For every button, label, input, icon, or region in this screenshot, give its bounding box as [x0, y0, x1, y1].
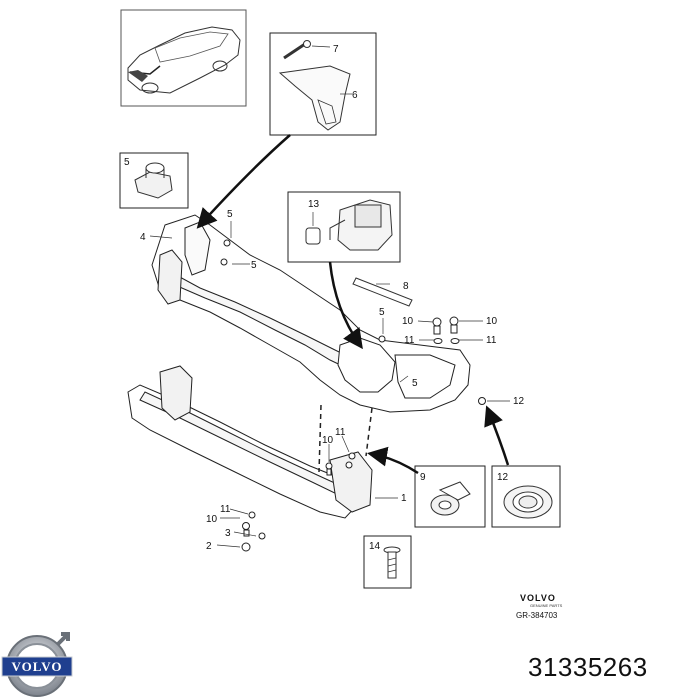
reference-code: GR-384703: [516, 611, 558, 620]
part-number: 31335263: [528, 652, 648, 682]
reference-subtitle: GENUINE PARTS: [530, 603, 563, 608]
callout-labels: 7 6 5 5 4 5 13 8 5 10 10 11 11 5 12 10 1…: [124, 44, 525, 552]
callout-5-a: 5: [227, 209, 233, 220]
callout-5-inset: 5: [124, 157, 130, 168]
bumper-beam: [127, 365, 373, 519]
inset-bushing: [414, 465, 486, 528]
callout-5-b: 5: [251, 260, 257, 271]
callout-10-a: 10: [402, 316, 414, 327]
callout-11-b: 11: [486, 335, 497, 346]
volvo-logo: VOLVO: [1, 632, 73, 697]
callout-3: 3: [225, 528, 231, 539]
callout-12-inset: 12: [497, 472, 509, 483]
callout-14: 14: [369, 541, 381, 552]
inset-bump-stop: [119, 152, 189, 209]
logo-wordmark: VOLVO: [12, 659, 63, 674]
callout-11-a: 11: [404, 335, 415, 346]
callout-9-inset: 9: [420, 472, 426, 483]
inset-ring: [491, 465, 561, 528]
callout-5-c: 5: [379, 307, 385, 318]
callout-5-d: 5: [412, 378, 418, 389]
callout-6: 6: [352, 90, 358, 101]
callout-7: 7: [333, 44, 339, 55]
callout-10-c: 10: [322, 435, 334, 446]
dashed-connectors: [318, 404, 373, 473]
callout-13: 13: [308, 199, 320, 210]
strip-part: [352, 277, 413, 307]
inset-actuator: [287, 191, 401, 263]
callout-11-d: 11: [220, 504, 231, 515]
car-overview-inset: [120, 9, 247, 107]
leader-lines: [149, 221, 510, 548]
inset-bolt: [363, 535, 412, 589]
front-structure: [151, 214, 471, 413]
reference-brand: VOLVO: [520, 593, 556, 603]
callout-8: 8: [403, 281, 409, 292]
callout-4: 4: [140, 232, 146, 243]
callout-2: 2: [206, 541, 212, 552]
inset-cover-plate: [269, 32, 377, 136]
callout-10-b: 10: [486, 316, 498, 327]
callout-12: 12: [513, 396, 525, 407]
callout-1: 1: [401, 493, 407, 504]
callout-10-d: 10: [206, 514, 218, 525]
pointer-arrows: [196, 134, 510, 475]
fasteners: [220, 239, 486, 552]
callout-11-c: 11: [335, 427, 346, 438]
